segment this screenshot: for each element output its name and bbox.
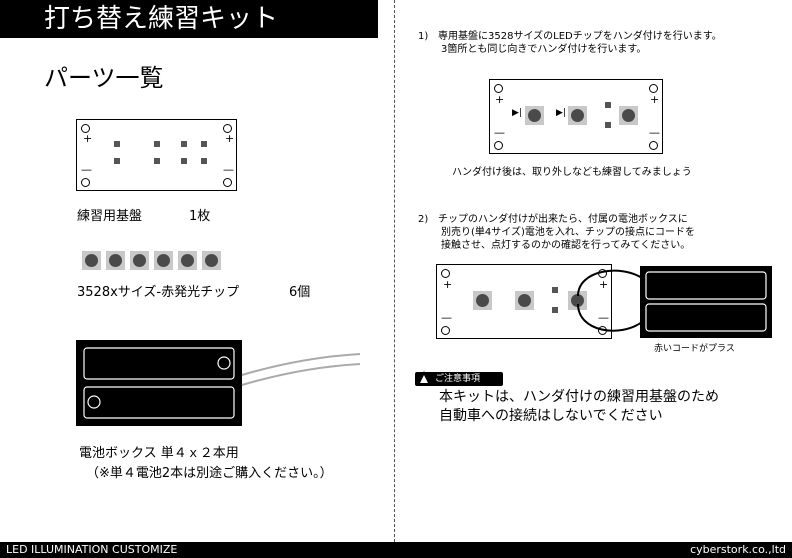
step2-line2: 別売り(単4サイズ)電池を入れ、チップの接点にコードを — [441, 227, 695, 238]
plus-sign: + — [495, 93, 505, 106]
page-title: 打ち替え練習キット — [0, 0, 378, 38]
solder-pad — [154, 158, 160, 164]
solder-pad — [552, 287, 558, 293]
minus-sign: — — [223, 163, 234, 176]
minus-sign: — — [649, 126, 660, 139]
caution-line2: 自動車への接続はしないでください — [439, 408, 663, 424]
board-hole — [223, 178, 232, 187]
led-chip-icon — [82, 251, 101, 270]
soldered-chip-icon — [619, 106, 638, 125]
step1-number: 1) — [418, 31, 429, 42]
solder-pad — [181, 158, 187, 164]
soldered-chip-icon — [568, 291, 587, 310]
solder-pad — [114, 141, 120, 147]
solder-pad — [605, 102, 611, 108]
soldered-chip-icon — [473, 291, 492, 310]
solder-pad — [201, 158, 207, 164]
column-divider — [394, 0, 395, 542]
board-hole — [223, 124, 232, 133]
soldered-chip-icon — [525, 106, 544, 125]
caution-text: 本キットは、ハンダ付けの練習用基盤のため 自動車への接続はしないでください — [439, 388, 719, 426]
plus-sign: + — [83, 132, 93, 145]
battery-label: 電池ボックス 単４ｘ２本用 — [79, 446, 239, 461]
practice-board-image: + + — — — [76, 119, 237, 191]
caution-badge: ご注意事項 — [415, 372, 503, 386]
led-chip-icon — [130, 251, 149, 270]
diode-arrow-icon: ▶| — [556, 108, 566, 118]
soldered-chip-icon — [515, 291, 534, 310]
board-hole — [494, 141, 503, 150]
plus-sign: + — [650, 93, 660, 106]
minus-sign: — — [81, 163, 92, 176]
solder-pad — [154, 141, 160, 147]
footer-right: cyberstork.co.,ltd — [690, 543, 786, 556]
step2-line3: 接触させ、点灯するのかの確認を行ってみてください。 — [441, 240, 691, 251]
board-qty: 1枚 — [189, 209, 211, 224]
footer-left: LED ILLUMINATION CUSTOMIZE — [6, 543, 178, 556]
step2-caption: 赤いコードがプラス — [654, 344, 735, 354]
solder-pad — [201, 141, 207, 147]
step2-board-image: + + — — — [436, 264, 612, 339]
step1-line2: 3箇所とも同じ向きでハンダ付けを行います。 — [441, 44, 647, 55]
minus-sign: — — [441, 311, 452, 324]
solder-pad — [181, 141, 187, 147]
chips-qty: 6個 — [289, 285, 311, 300]
minus-sign: — — [598, 311, 609, 324]
board-hole — [649, 141, 658, 150]
soldered-chip-icon — [568, 106, 587, 125]
board-hole — [441, 326, 450, 335]
board-hole — [81, 178, 90, 187]
warning-icon-inner — [420, 375, 428, 383]
board-hole — [649, 84, 658, 93]
battery-note: （※単４電池2本は別途ご購入ください。） — [86, 466, 333, 481]
board-label: 練習用基盤 — [77, 209, 143, 224]
minus-sign: — — [494, 126, 505, 139]
step1-caption: ハンダ付け後は、取り外しなども練習してみましょう — [452, 167, 692, 178]
board-hole — [494, 84, 503, 93]
led-chip-icon — [178, 251, 197, 270]
step2-number: 2) — [418, 214, 429, 225]
footer-bar: LED ILLUMINATION CUSTOMIZE cyberstork.co… — [0, 542, 792, 558]
diode-arrow-icon: ▶| — [512, 108, 522, 118]
board-hole — [81, 124, 90, 133]
solder-pad — [552, 307, 558, 313]
plus-sign: + — [225, 132, 235, 145]
led-chip-icon — [202, 251, 221, 270]
led-chip-icon — [106, 251, 125, 270]
solder-pad — [605, 122, 611, 128]
chips-label: 3528xサイズ-赤発光チップ — [77, 285, 240, 300]
step2-battery-image — [577, 266, 772, 338]
caution-line1: 本キットは、ハンダ付けの練習用基盤のため — [439, 389, 719, 405]
solder-pad — [114, 158, 120, 164]
battery-box-image — [76, 340, 360, 426]
step1-board-image: + + — — ▶| ▶| — [489, 79, 663, 154]
plus-sign: + — [599, 278, 609, 291]
step2-line1: チップのハンダ付けが出来たら、付属の電池ボックスに — [438, 214, 688, 225]
parts-heading: パーツ一覧 — [44, 64, 164, 92]
led-chip-icon — [154, 251, 173, 270]
board-hole — [441, 269, 450, 278]
step1-line1: 専用基盤に3528サイズのLEDチップをハンダ付けを行います。 — [438, 31, 722, 42]
plus-sign: + — [443, 278, 453, 291]
